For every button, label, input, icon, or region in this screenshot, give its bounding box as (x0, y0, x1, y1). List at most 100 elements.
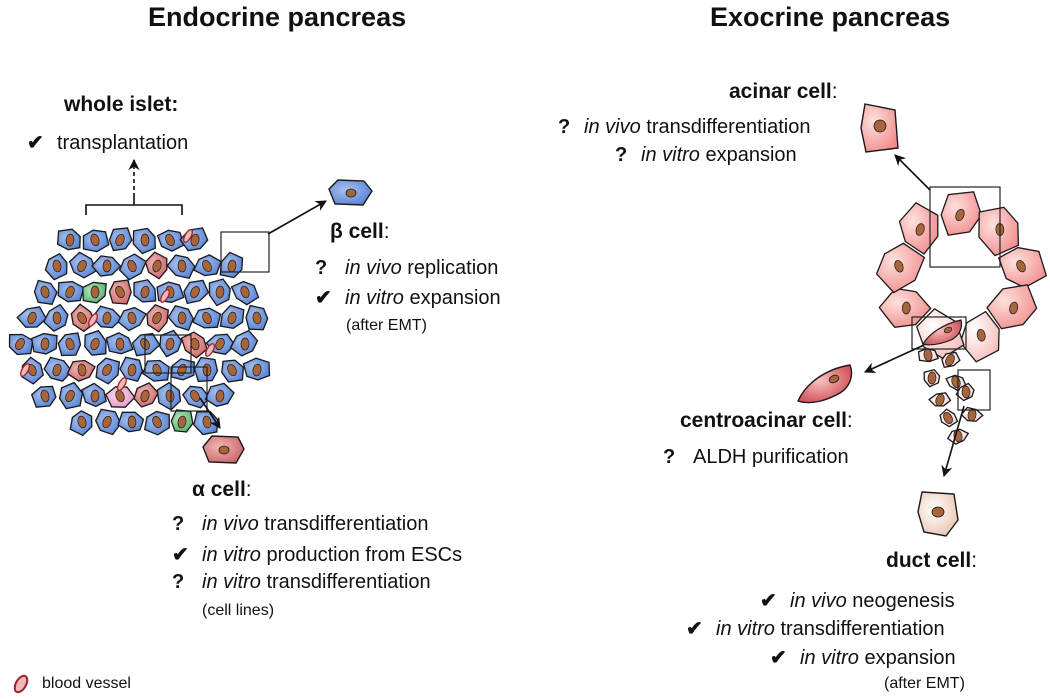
exocrine-title: Exocrine pancreas (710, 2, 951, 32)
duct-note: (after EMT) (884, 675, 965, 692)
delta-cell (82, 281, 107, 304)
alpha-cell (66, 359, 96, 382)
duct-cell (955, 382, 975, 402)
beta-cell (82, 229, 110, 253)
duct-arrow (941, 405, 965, 478)
beta-cell (193, 411, 219, 436)
beta-cell (245, 304, 269, 331)
duct-item-1: ✔in vivo neogenesis (760, 590, 955, 612)
beta-cell (159, 329, 183, 358)
alpha-cell-isolated (202, 435, 245, 464)
check-icon: ✔ (770, 647, 787, 669)
acinar-item-2: ?in vitro expansion (615, 144, 797, 166)
acinar-arrow (894, 154, 931, 191)
duct-cell (923, 368, 941, 388)
beta-cell (182, 385, 211, 409)
beta-cell (230, 280, 260, 306)
beta-cell (30, 332, 58, 355)
beta-arrow (267, 200, 327, 235)
question-icon: ? (615, 144, 628, 166)
alpha-item-1: ?in vivo transdifferentiation (172, 513, 429, 535)
beta-cell (43, 356, 73, 382)
beta-cell (204, 382, 235, 407)
blood-vessel (182, 229, 194, 243)
beta-cell (191, 307, 222, 329)
beta-cell (69, 410, 93, 437)
delta-cell (170, 409, 194, 433)
pp-cell (105, 386, 136, 408)
beta-cell (167, 305, 194, 332)
beta-cell (105, 332, 134, 355)
check-icon: ✔ (760, 590, 777, 612)
beta-cell (183, 279, 210, 305)
acinar-cell (875, 242, 926, 294)
beta-cell (166, 254, 196, 280)
beta-cell (119, 356, 144, 382)
whole-islet-heading: whole islet: (64, 93, 179, 116)
question-icon: ? (172, 513, 185, 535)
beta-cell (91, 255, 122, 277)
duct-cell (939, 408, 959, 428)
alpha-cell (180, 331, 208, 359)
beta-cell (68, 251, 97, 279)
alpha-item-2: ✔in vitro production from ESCs (172, 544, 463, 566)
beta-cell (8, 333, 34, 356)
acinar-cell (959, 310, 1000, 363)
beta-cell (16, 306, 48, 328)
beta-cell (57, 280, 85, 303)
beta-cell (193, 356, 219, 383)
beta-cell (117, 411, 145, 433)
beta-cell-highlight-box (220, 231, 270, 273)
beta-cell (219, 304, 245, 329)
beta-item-2: ✔in vitro expansion (315, 287, 501, 309)
acinar-cell-isolated (860, 103, 899, 153)
beta-cell (219, 251, 244, 279)
beta-cell (221, 359, 245, 383)
beta-cell (42, 303, 69, 332)
beta-cell (56, 228, 81, 251)
acinar-cell (997, 246, 1048, 289)
centroacinar-highlight-box (911, 316, 967, 350)
blood-vessel (204, 343, 216, 357)
duct-cell (946, 428, 970, 445)
beta-cell (208, 278, 231, 307)
duct-item-2: ✔in vitro transdifferentiation (686, 618, 945, 640)
duct-item-3: ✔in vitro expansion (770, 647, 956, 669)
centroacinar-heading: centroacinar cell: (680, 409, 853, 432)
acinus-cluster (875, 191, 1048, 363)
beta-cell (57, 332, 82, 357)
duct-cell-highlight-box (957, 369, 991, 411)
alpha-note: (cell lines) (202, 602, 275, 619)
beta-cell (108, 227, 133, 252)
beta-cell-heading: β cell: (330, 220, 390, 243)
beta-cell (242, 357, 271, 381)
beta-cell (81, 382, 107, 408)
acinar-cell (978, 206, 1020, 257)
beta-cell (84, 329, 107, 356)
alpha-arrow (199, 397, 221, 429)
duct-cell-isolated (917, 491, 959, 537)
blood-vessel-icon (13, 674, 29, 694)
endocrine-title: Endocrine pancreas (148, 2, 407, 32)
duct-cell (928, 392, 952, 407)
alpha-cell-highlight-box (144, 334, 192, 374)
beta-cell (118, 253, 147, 281)
islet-cluster (8, 227, 271, 437)
beta-cell (192, 254, 223, 277)
beta-cell (229, 329, 259, 357)
alpha-cell-highlight-box-2 (170, 366, 208, 412)
centroacinar-item: ?ALDH purification (663, 446, 849, 468)
beta-cell (44, 252, 68, 281)
beta-cell (132, 227, 156, 255)
question-icon: ? (315, 257, 328, 279)
question-icon: ? (172, 571, 185, 593)
acinar-cell (986, 284, 1038, 330)
whole-islet-item: ✔transplantation (27, 132, 189, 154)
alpha-cell (108, 279, 132, 305)
question-icon: ? (663, 446, 676, 468)
centroacinar-arrow (863, 344, 925, 373)
beta-cell (156, 381, 182, 411)
islet-bracket (85, 197, 183, 215)
duct-cell-heading: duct cell: (886, 549, 978, 572)
